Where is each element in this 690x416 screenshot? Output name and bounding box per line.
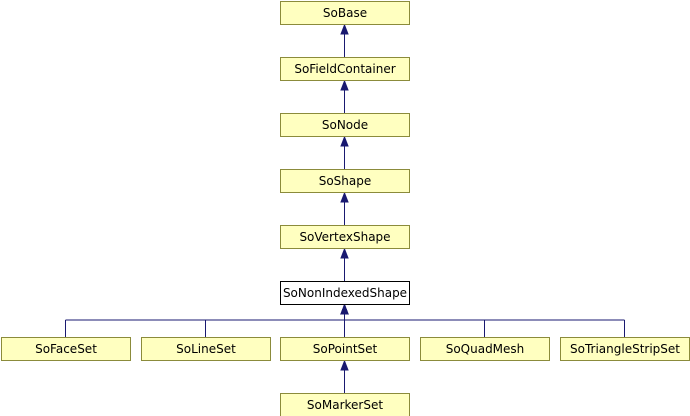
edge-so-quad-mesh-to-so-non-indexed-shape — [340, 303, 485, 337]
class-node-so-triangle-strip-set[interactable]: SoTriangleStripSet — [560, 337, 690, 361]
inheritance-arrowhead — [340, 191, 349, 203]
class-node-box — [280, 225, 410, 249]
class-node-so-point-set[interactable]: SoPointSet — [280, 337, 410, 361]
class-node-label: SoLineSet — [176, 342, 236, 356]
class-node-label: SoFieldContainer — [294, 62, 395, 76]
class-node-so-quad-mesh[interactable]: SoQuadMesh — [420, 337, 550, 361]
class-node-so-base[interactable]: SoBase — [280, 1, 410, 25]
class-node-label: SoPointSet — [313, 342, 378, 356]
edges-layer — [65, 23, 625, 393]
class-node-label: SoMarkerSet — [307, 398, 383, 412]
class-node-so-vertex-shape[interactable]: SoVertexShape — [280, 225, 410, 249]
inheritance-arrowhead — [340, 303, 349, 315]
class-node-label: SoShape — [319, 174, 372, 188]
class-node-so-line-set[interactable]: SoLineSet — [141, 337, 271, 361]
class-node-so-non-indexed-shape: SoNonIndexedShape — [280, 281, 410, 305]
class-node-box — [280, 113, 410, 137]
class-node-so-shape[interactable]: SoShape — [280, 169, 410, 193]
class-node-box — [280, 1, 410, 25]
edge-so-shape-to-so-node — [340, 135, 349, 169]
class-node-label: SoNode — [322, 118, 368, 132]
edge-so-marker-set-to-so-point-set — [340, 359, 349, 393]
class-node-box — [1, 337, 131, 361]
inheritance-arrowhead — [340, 23, 349, 35]
class-node-box — [280, 169, 410, 193]
edge-so-field-container-to-so-base — [340, 23, 349, 57]
edge-so-non-indexed-shape-to-so-vertex-shape — [340, 247, 349, 281]
class-node-label: SoVertexShape — [299, 230, 390, 244]
edge-so-line-set-to-so-non-indexed-shape — [205, 303, 349, 337]
class-node-label: SoBase — [323, 6, 367, 20]
class-node-box — [280, 281, 410, 305]
class-node-so-node[interactable]: SoNode — [280, 113, 410, 137]
inheritance-arrowhead — [340, 79, 349, 91]
class-node-label: SoFaceSet — [35, 342, 97, 356]
edge-so-vertex-shape-to-so-shape — [340, 191, 349, 225]
edge-so-node-to-so-field-container — [340, 79, 349, 113]
class-node-box — [420, 337, 550, 361]
edge-so-face-set-to-so-non-indexed-shape — [65, 303, 349, 337]
class-node-so-face-set[interactable]: SoFaceSet — [1, 337, 131, 361]
class-node-box — [280, 57, 410, 81]
class-node-box — [280, 393, 410, 416]
class-node-so-marker-set[interactable]: SoMarkerSet — [280, 393, 410, 416]
inheritance-arrowhead — [340, 135, 349, 147]
class-node-box — [141, 337, 271, 361]
class-node-label: SoQuadMesh — [446, 342, 525, 356]
class-node-label: SoTriangleStripSet — [570, 342, 680, 356]
class-node-box — [280, 337, 410, 361]
edge-so-triangle-strip-set-to-so-non-indexed-shape — [340, 303, 625, 337]
inheritance-arrowhead — [340, 247, 349, 259]
inheritance-arrowhead — [340, 359, 349, 371]
class-node-label: SoNonIndexedShape — [283, 286, 407, 300]
class-node-so-field-container[interactable]: SoFieldContainer — [280, 57, 410, 81]
